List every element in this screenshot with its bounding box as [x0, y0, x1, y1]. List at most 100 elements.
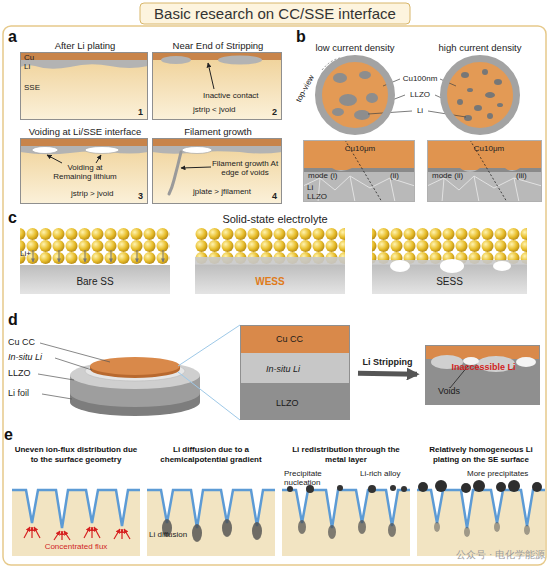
node-heading: Inaccessible Li [429, 362, 538, 372]
panel-a-art-part [85, 147, 119, 154]
node-text: 3 [138, 191, 148, 201]
llzo-ring [444, 59, 517, 132]
panel-e-art-part [114, 529, 120, 539]
panel-c-art-part [20, 265, 170, 294]
panel-c-art-part [20, 228, 170, 264]
node-text: SSE [24, 83, 54, 92]
panel-d-art [38, 325, 540, 420]
panel-e-art-part [417, 490, 545, 556]
top-view-circle: high current density [440, 55, 520, 135]
panel-e-art-part [494, 522, 500, 532]
node-text: LLZO [276, 398, 336, 408]
node-text: Li diffusion [149, 530, 209, 539]
panel-c-art-part [85, 250, 86, 262]
layer-label: Cu100nm [398, 74, 442, 83]
process-arrow [358, 371, 417, 377]
circle-outline [315, 55, 395, 135]
panel-d-art-part [178, 325, 240, 366]
layer-label: Solid-state electrolyte [175, 213, 375, 226]
node-heading: SESS [372, 276, 527, 288]
panel-a-art-part [20, 52, 148, 120]
panel-a-art-part [20, 146, 148, 154]
panel-a-art-part [169, 152, 181, 194]
panel-a-art-part [218, 56, 262, 65]
zoom-box: Cu CCIn-situ LiLLZO [240, 325, 350, 420]
panel-c-art-part [440, 259, 464, 273]
panel-e-art [12, 480, 545, 556]
node-heading: low current density [295, 42, 415, 53]
stage-box: Filament growthFilament growth At edge o… [152, 138, 282, 204]
panel-c-art-part [372, 228, 527, 264]
panel-e-art-part [64, 531, 70, 540]
figure-title: Basic research on CC/SSE interface [140, 4, 410, 23]
panel-b-art-part [332, 108, 344, 116]
node-text: Li [24, 62, 44, 71]
node-text: jplate > jfilament [193, 187, 268, 196]
panel-a-art-part [181, 167, 211, 168]
panel-d-art-part [240, 325, 350, 353]
panel-b-art-part [482, 69, 488, 75]
node-heading: Uneven ion-flux distribution due to the … [12, 445, 140, 465]
panel-c-art-part [33, 250, 34, 262]
layer-label: Li [398, 106, 442, 115]
panel-a-art-part [182, 147, 212, 154]
panel-e-art-part [524, 525, 530, 535]
layer-label: In-situ Li [8, 352, 63, 362]
panel-e-art-part [91, 527, 92, 538]
panel-e-art-part [368, 485, 376, 493]
node-text: Concentrated flux [22, 542, 130, 551]
panel-c-art-part [195, 228, 345, 264]
node-text: mode (i) [308, 171, 348, 180]
llzo-ring [319, 59, 392, 132]
panel-e-art-part [121, 529, 122, 539]
panel-e-art-part [31, 527, 32, 538]
panel-a-art-part [152, 52, 282, 120]
panel-a-art-part [161, 56, 191, 64]
panel-b-art-part [427, 140, 542, 170]
panel-b-art-part [485, 92, 495, 98]
panel-e-art-part [390, 485, 396, 491]
panel-b-art [303, 58, 542, 202]
panel-a-art-part [20, 138, 148, 204]
cross-section-box: Cu10μmmode (ii)(iii) [427, 140, 542, 202]
panel-b-art-part [333, 73, 347, 83]
circle-outline [440, 55, 520, 135]
interface-panel: SESS [372, 232, 527, 294]
panel-e-art-part [94, 527, 100, 538]
panel-e-art-part [222, 519, 232, 537]
panel-b-art-part [319, 59, 391, 131]
panel-c-art-part [163, 250, 164, 262]
stage-box: Near End of StrippingInactive contactjst… [152, 52, 282, 120]
panel-e-art-part [358, 520, 366, 534]
node-text: Voids [438, 386, 478, 396]
panel-d-art-part [90, 357, 180, 375]
panel-letter: b [296, 28, 310, 46]
panel-a-art-part [152, 138, 282, 146]
panel-letter: e [4, 426, 18, 444]
node-text: Cu [24, 53, 44, 62]
node-text: LLZO [307, 192, 337, 201]
panel-c-art-part [111, 250, 112, 262]
node-text: jstrip < jvoid [193, 105, 265, 114]
panel-e-art-part [298, 520, 306, 534]
node-text: mode (ii) [432, 171, 477, 180]
node-text: jstrip > jvoid [71, 189, 141, 198]
stage-box: Voiding at Li/SSE interfaceVoiding at Re… [20, 138, 148, 204]
stage-box: After Li platingCuLiSSE1 [20, 52, 148, 120]
panel-a-art-part [96, 155, 101, 163]
panel-b-art-part [494, 79, 502, 85]
node-heading: Voiding at Li/SSE interface [21, 126, 149, 137]
panel-letter: d [8, 311, 22, 329]
node-text: Li [307, 183, 322, 192]
panel-b-art-part [339, 94, 357, 106]
node-heading: Li redistribution through the metal laye… [282, 445, 410, 465]
node-text: (iii) [516, 171, 541, 180]
panel-a-art-part [20, 138, 148, 146]
panel-a-art-part [152, 146, 282, 154]
panel-a-art [20, 52, 282, 204]
panel-e-art-part [328, 525, 336, 539]
panel-b-art-part [444, 59, 516, 131]
panel-e-art-part [508, 480, 520, 492]
top-view-circle: low current density [315, 55, 395, 135]
panel-a-art-part [47, 155, 62, 163]
